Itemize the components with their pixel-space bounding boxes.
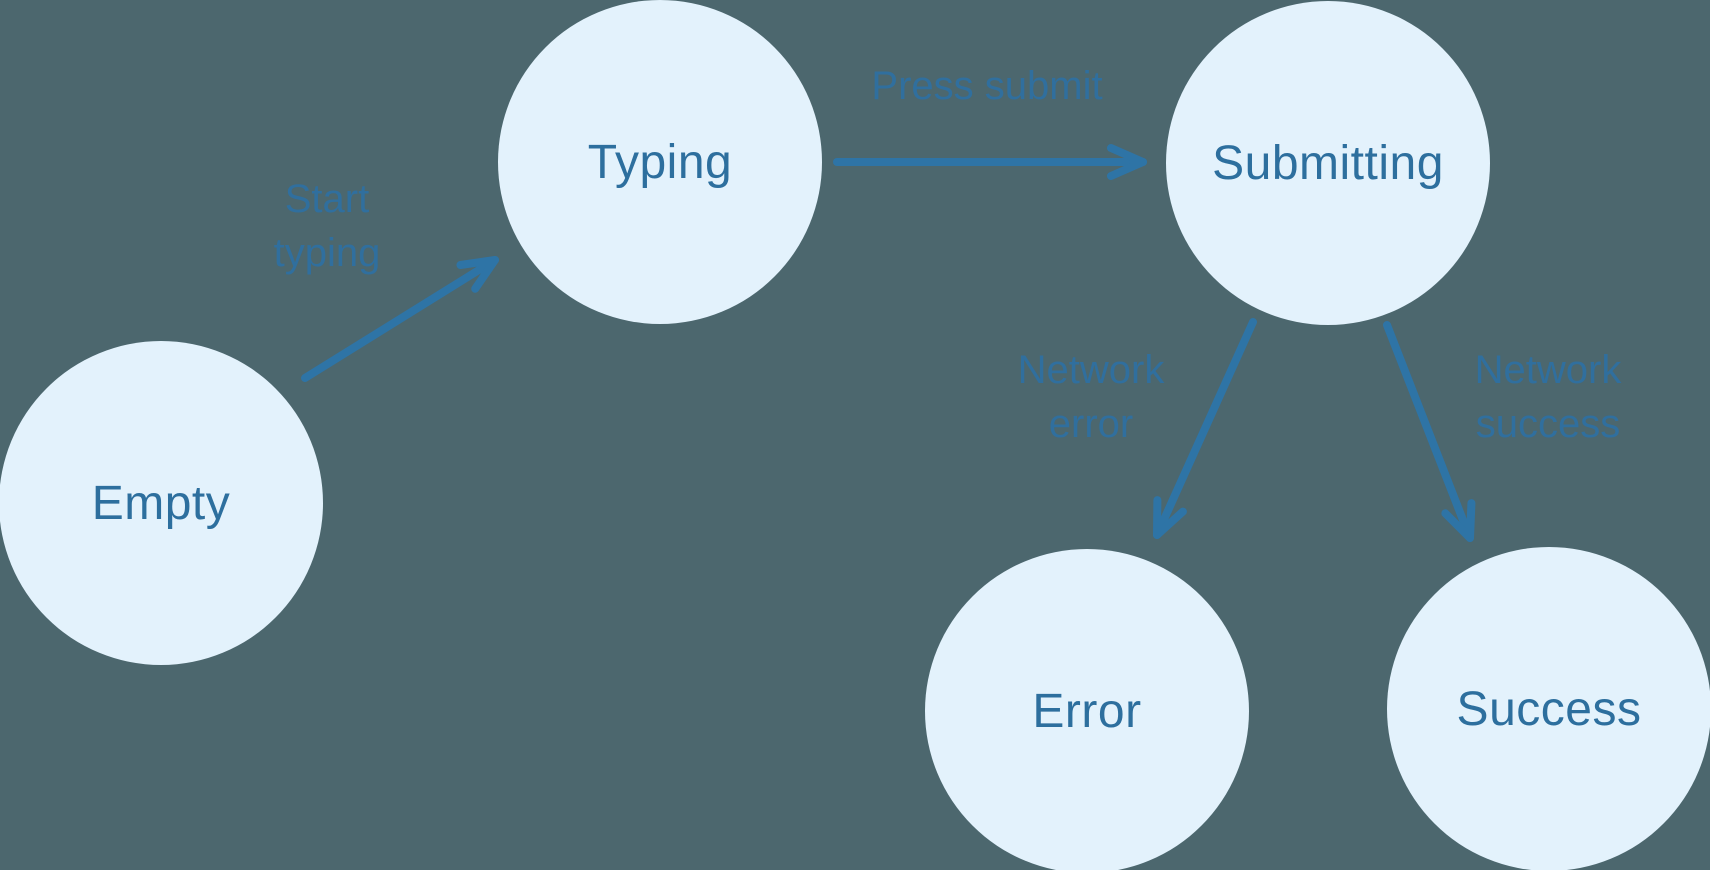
state-label-empty: Empty	[91, 476, 231, 530]
state-node-submitting: Submitting	[1166, 1, 1490, 325]
edge-network-success-arrow	[1383, 321, 1476, 542]
edge-label-line: Start	[284, 177, 370, 221]
edge-label-line: error	[1048, 402, 1134, 446]
edge-label-line: Network	[1474, 348, 1622, 392]
edge-label-press-submit: Press submit	[871, 59, 1102, 113]
state-label-submitting: Submitting	[1212, 136, 1444, 190]
state-label-typing: Typing	[587, 135, 733, 189]
edge-label-line: Network	[1017, 348, 1165, 392]
state-node-typing: Typing	[498, 0, 822, 324]
state-node-error: Error	[925, 549, 1249, 870]
edge-label-start-typing: Start typing	[274, 172, 381, 280]
edge-label-network-success: Network success	[1475, 343, 1622, 451]
state-node-empty: Empty	[0, 341, 323, 665]
state-label-success: Success	[1456, 682, 1642, 736]
edge-label-line: typing	[273, 231, 381, 275]
edge-label-network-error: Network error	[1018, 343, 1165, 451]
edge-label-line: success	[1475, 402, 1621, 446]
state-node-success: Success	[1387, 547, 1710, 870]
edge-label-line: Press submit	[871, 64, 1103, 108]
state-label-error: Error	[1032, 684, 1142, 738]
edge-network-error-arrow	[1153, 318, 1257, 539]
